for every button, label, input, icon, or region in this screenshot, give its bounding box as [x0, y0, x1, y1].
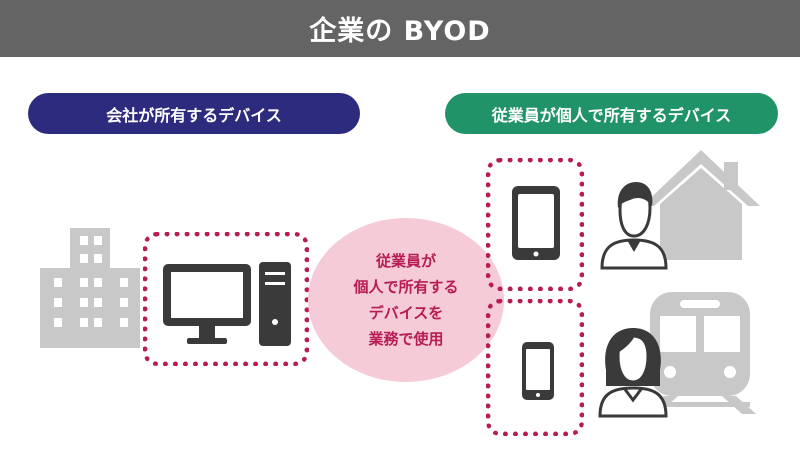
tablet-icon [512, 186, 560, 260]
byod-description-line: 個人で所有する [353, 278, 459, 296]
tablet-device-box [486, 158, 584, 291]
company-device-label-text: 会社が所有するデバイス [106, 105, 282, 125]
building-icon [40, 228, 140, 348]
smartphone-device-box [486, 299, 584, 436]
byod-description-line: デバイスを [368, 304, 444, 322]
personal-device-label-text: 従業員が個人で所有するデバイス [491, 105, 732, 125]
smartphone-icon [522, 342, 554, 400]
page-title: 企業の BYOD [309, 16, 491, 47]
train-icon [644, 292, 756, 414]
byod-description-line: 従業員が [375, 252, 436, 270]
personal-device-label: 従業員が個人で所有するデバイス [445, 93, 778, 134]
title-bar: 企業の BYOD [0, 0, 800, 57]
byod-description-bubble: 従業員が 個人で所有する デバイスを 業務で使用 [308, 218, 504, 382]
company-device-label: 会社が所有するデバイス [28, 93, 360, 134]
woman-icon [598, 328, 668, 418]
company-device-box [143, 232, 309, 366]
byod-description: 従業員が 個人で所有する デバイスを 業務で使用 [326, 248, 486, 352]
desktop-pc-icon [163, 262, 291, 346]
house-icon [642, 150, 760, 260]
byod-description-line: 業務で使用 [368, 330, 444, 348]
man-icon [600, 182, 668, 270]
